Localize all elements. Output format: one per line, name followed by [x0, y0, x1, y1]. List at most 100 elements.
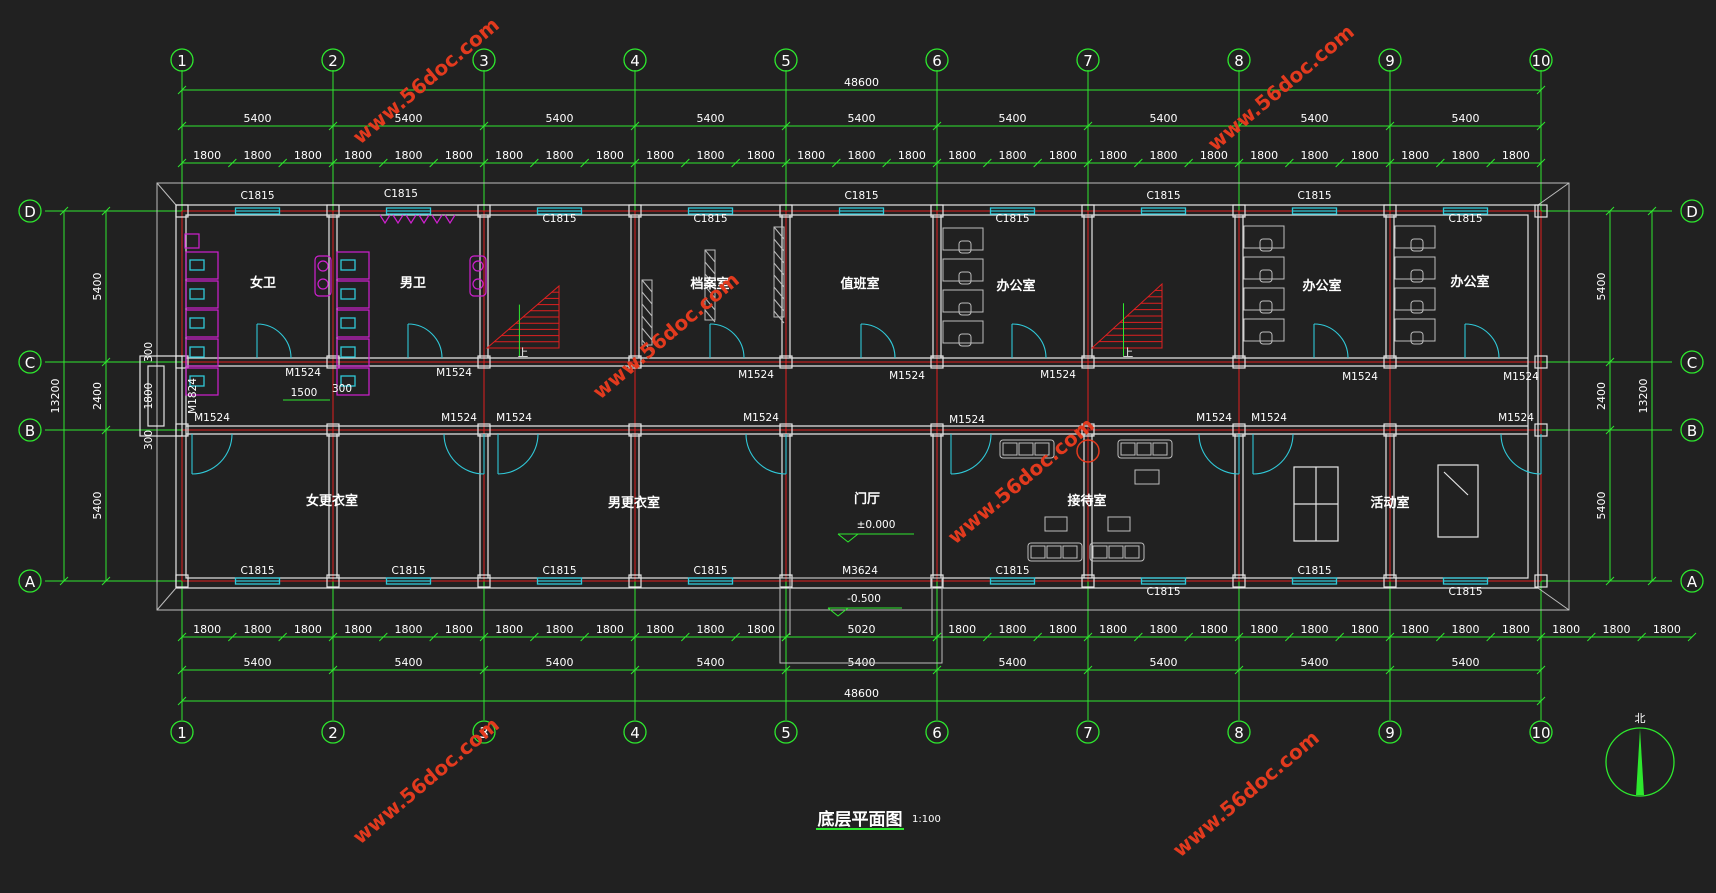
archive-shelf-hatch	[773, 238, 785, 252]
level-outside-mark	[827, 607, 902, 617]
door-south-swing	[1500, 433, 1542, 475]
outer-apron	[156, 182, 1570, 611]
sofa-se	[1089, 542, 1145, 562]
axis-bubble-col	[1378, 720, 1402, 744]
axis-label-col: 1	[177, 724, 187, 742]
column	[1383, 355, 1397, 369]
dim-right-parts-tick	[1605, 357, 1615, 367]
dim-top-seg-tick	[680, 158, 690, 168]
door-south-swing	[1252, 433, 1294, 475]
door-label-side: M1824	[187, 378, 199, 414]
dim-bot-bays-tick	[1536, 665, 1546, 675]
dim-top-bays-label: 5400	[395, 112, 423, 125]
dim-bot-seg-right-tick	[1083, 632, 1093, 642]
toilet-male	[340, 346, 356, 358]
dim-top-bays-tick	[1234, 121, 1244, 131]
axis-bubble-col	[623, 48, 647, 72]
office-1-chair	[958, 240, 972, 254]
dim-top-seg-tick	[479, 158, 489, 168]
dim-top-seg-tick	[1335, 158, 1345, 168]
dim-bot-bays-tick	[1385, 665, 1395, 675]
door-label-b: M1524	[1196, 412, 1232, 424]
dim-top-seg-label: 1800	[244, 149, 272, 162]
dim-bot-seg-right-tick	[1486, 632, 1496, 642]
door-label-b: M1524	[949, 414, 985, 426]
dim-bot-seg-right-tick	[1133, 632, 1143, 642]
dim-bot-seg-left-label: 1800	[395, 623, 423, 636]
axis-bubble-col	[472, 720, 496, 744]
archive-shelf-hatch	[773, 298, 785, 312]
dim-bot-seg-right-label: 1800	[999, 623, 1027, 636]
watermark-1: www.56doc.com	[348, 12, 504, 148]
dim-bot-seg-left-label: 1800	[646, 623, 674, 636]
axis-label-col: 2	[328, 52, 338, 70]
toilet-stall-male	[336, 367, 370, 396]
door-label-c: M1524	[1342, 371, 1378, 383]
column	[326, 423, 340, 437]
axis-label-col: 4	[630, 52, 640, 70]
axis-bubble-row	[18, 199, 42, 223]
door-label-b: M1524	[743, 412, 779, 424]
dim-bot-seg-right-label: 1800	[948, 623, 976, 636]
axis-label-col: 6	[932, 52, 942, 70]
column	[477, 574, 491, 588]
office-2-chair	[1259, 331, 1273, 345]
dim-bot-seg-right-tick	[1335, 632, 1345, 642]
urinal	[405, 214, 417, 225]
dim-right-overall-label: 13200	[1637, 379, 1650, 414]
apron-corner	[1537, 182, 1570, 206]
axis-bubble-col	[1529, 720, 1553, 744]
dim-top-seg-label: 1800	[395, 149, 423, 162]
column	[326, 355, 340, 369]
level-outside: -0.500	[847, 593, 881, 605]
door-north-swing	[256, 323, 292, 359]
office-3-chair	[1410, 331, 1424, 345]
dim-top-bays-tick	[630, 121, 640, 131]
dim-top-seg-label: 1800	[596, 149, 624, 162]
side-stair-dim: 300	[143, 342, 155, 362]
office-2-desk	[1243, 256, 1285, 280]
watermark-2: www.56doc.com	[1203, 19, 1359, 155]
window-label-bottom: C1815	[693, 565, 727, 577]
column	[326, 204, 340, 218]
office-1-desk	[942, 320, 984, 344]
dim-top-seg-tick	[177, 158, 187, 168]
dim-left-overall-label: 13200	[49, 379, 62, 414]
archive-shelf-hatch	[641, 327, 653, 341]
axis-label-row: D	[24, 203, 36, 221]
dim-bot-seg-right-label: 1800	[1653, 623, 1681, 636]
door-label-b: M1524	[441, 412, 477, 424]
office-3-chair	[1410, 269, 1424, 283]
archive-shelf	[704, 249, 716, 321]
axis-bubble-row	[18, 418, 42, 442]
dim-top-bays-tick	[177, 121, 187, 131]
column	[930, 355, 944, 369]
dim-top-seg-tick	[882, 158, 892, 168]
column	[1534, 204, 1548, 218]
column	[628, 574, 642, 588]
dim-top-seg-label: 1800	[1502, 149, 1530, 162]
archive-shelf-hatch	[704, 273, 716, 287]
dim-top-seg-label: 1800	[1099, 149, 1127, 162]
dim-bot-seg-left-label: 1800	[294, 623, 322, 636]
side-entry-inner	[147, 365, 165, 427]
axis-label-row: C	[25, 354, 35, 372]
column	[1081, 423, 1095, 437]
door-north-swing	[860, 323, 896, 359]
dim-top-bays-label: 5400	[848, 112, 876, 125]
north-pointer	[1636, 729, 1644, 795]
dim-bot-bays-tick	[177, 665, 187, 675]
dim-top-bays-label: 5400	[999, 112, 1027, 125]
washbasin	[317, 260, 329, 272]
side-table	[1044, 516, 1068, 532]
dim-top-seg-tick	[328, 158, 338, 168]
axis-label-col: 10	[1531, 724, 1550, 742]
room-name: 档案室	[690, 276, 729, 292]
dim-bot-seg-left-label: 1800	[244, 623, 272, 636]
watermark-4: www.56doc.com	[943, 412, 1099, 548]
column	[628, 204, 642, 218]
sofa-nw-seat	[1034, 442, 1050, 456]
door-label-b: M1524	[1251, 412, 1287, 424]
column	[930, 204, 944, 218]
